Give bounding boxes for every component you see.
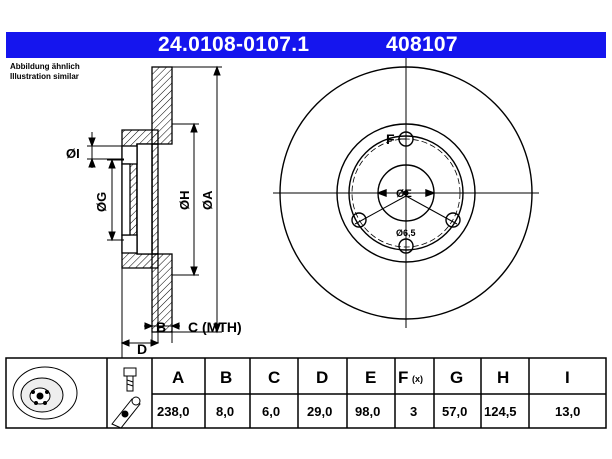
table-value-b: 8,0 xyxy=(216,404,234,419)
table-header-a: A xyxy=(172,368,184,387)
dimension-lines xyxy=(87,65,222,358)
table-header-g: G xyxy=(450,368,463,387)
table-value-h: 124,5 xyxy=(484,404,517,419)
table-value-c: 6,0 xyxy=(262,404,280,419)
note-english: Illustration similar xyxy=(10,72,79,81)
table-headers: A B C D E F (x) G H I xyxy=(172,368,570,387)
table-value-g: 57,0 xyxy=(442,404,467,419)
table-value-d: 29,0 xyxy=(307,404,332,419)
table-header-f-suffix: (x) xyxy=(412,374,423,384)
dim-label-d: D xyxy=(137,341,147,357)
spec-table xyxy=(5,357,607,429)
table-value-e: 98,0 xyxy=(355,404,380,419)
table-header-d: D xyxy=(316,368,328,387)
torque-wrench-icon xyxy=(111,396,141,429)
table-header-h: H xyxy=(497,368,509,387)
part-number: 24.0108-0107.1 xyxy=(158,33,310,56)
dim-label-h: ØH xyxy=(177,191,192,211)
front-label-e: ØE xyxy=(396,188,412,200)
table-value-f: 3 xyxy=(410,404,417,419)
dimension-labels: ØI ØG ØH ØA B C (MTH) D xyxy=(66,146,242,357)
dim-label-c: C (MTH) xyxy=(188,319,242,335)
reference-number: 408107 xyxy=(386,33,458,56)
table-header-b: B xyxy=(220,368,232,387)
table-values: 238,0 8,0 6,0 29,0 98,0 3 57,0 124,5 13,… xyxy=(157,404,580,419)
table-value-a: 238,0 xyxy=(157,404,190,419)
dim-label-i: ØI xyxy=(66,146,80,161)
disc-front-view xyxy=(273,58,539,328)
header-bar: 24.0108-0107.1 408107 xyxy=(6,32,606,58)
disc-section-view xyxy=(121,66,173,333)
table-header-i: I xyxy=(565,368,570,387)
front-label-hole: Ø6,5 xyxy=(396,228,416,238)
dim-label-g: ØG xyxy=(94,192,109,212)
table-header-e: E xyxy=(365,368,376,387)
wheel-bolt-icon xyxy=(123,367,137,392)
dim-label-a: ØA xyxy=(200,190,215,210)
dim-label-b: B xyxy=(156,319,166,335)
table-header-f: F xyxy=(398,368,408,387)
brake-disc-icon xyxy=(12,366,78,420)
table-value-i: 13,0 xyxy=(555,404,580,419)
table-header-c: C xyxy=(268,368,280,387)
front-label-f: F xyxy=(386,131,395,147)
note-german: Abbildung ähnlich xyxy=(10,62,80,71)
